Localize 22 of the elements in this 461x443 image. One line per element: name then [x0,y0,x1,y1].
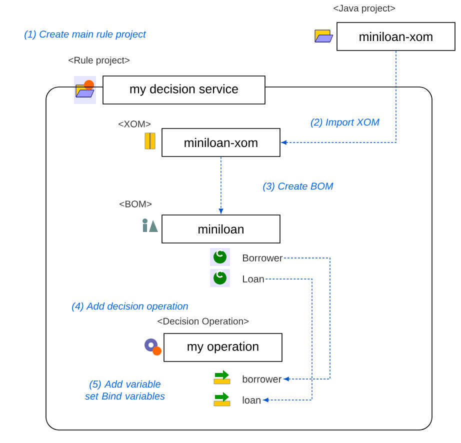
class-name: Borrower [243,254,283,262]
element-box: miniloan-xom [162,128,280,157]
stereotype-label: <Rule project> [68,56,130,66]
edge-label: (3) Create BOM [262,181,334,193]
edge-label: (2) Import XOM [310,117,380,129]
stereotype-label: <BOM> [120,200,152,208]
step-label: (4) Add decision operation [72,302,188,312]
variable-name: loan [242,396,260,404]
step-label: (1) Create main rule project [24,30,146,40]
element-box: my operation [164,333,282,362]
stereotype-label: <XOM> [118,120,150,128]
element-box: miniloan-xom [336,22,456,51]
class-name: Loan [243,276,264,282]
stereotype-label: <Java project> [334,4,396,14]
connector-arrow [263,278,312,402]
connector-arrow [284,258,330,382]
variable-name: borrower [242,375,282,383]
step-label: (5) Add variable set Bind variables [85,380,165,400]
stereotype-label: <Decision Operation> [158,318,249,326]
connector-arrow [218,156,224,214]
element-box: miniloan [162,214,280,244]
connector-arrow [281,50,396,145]
